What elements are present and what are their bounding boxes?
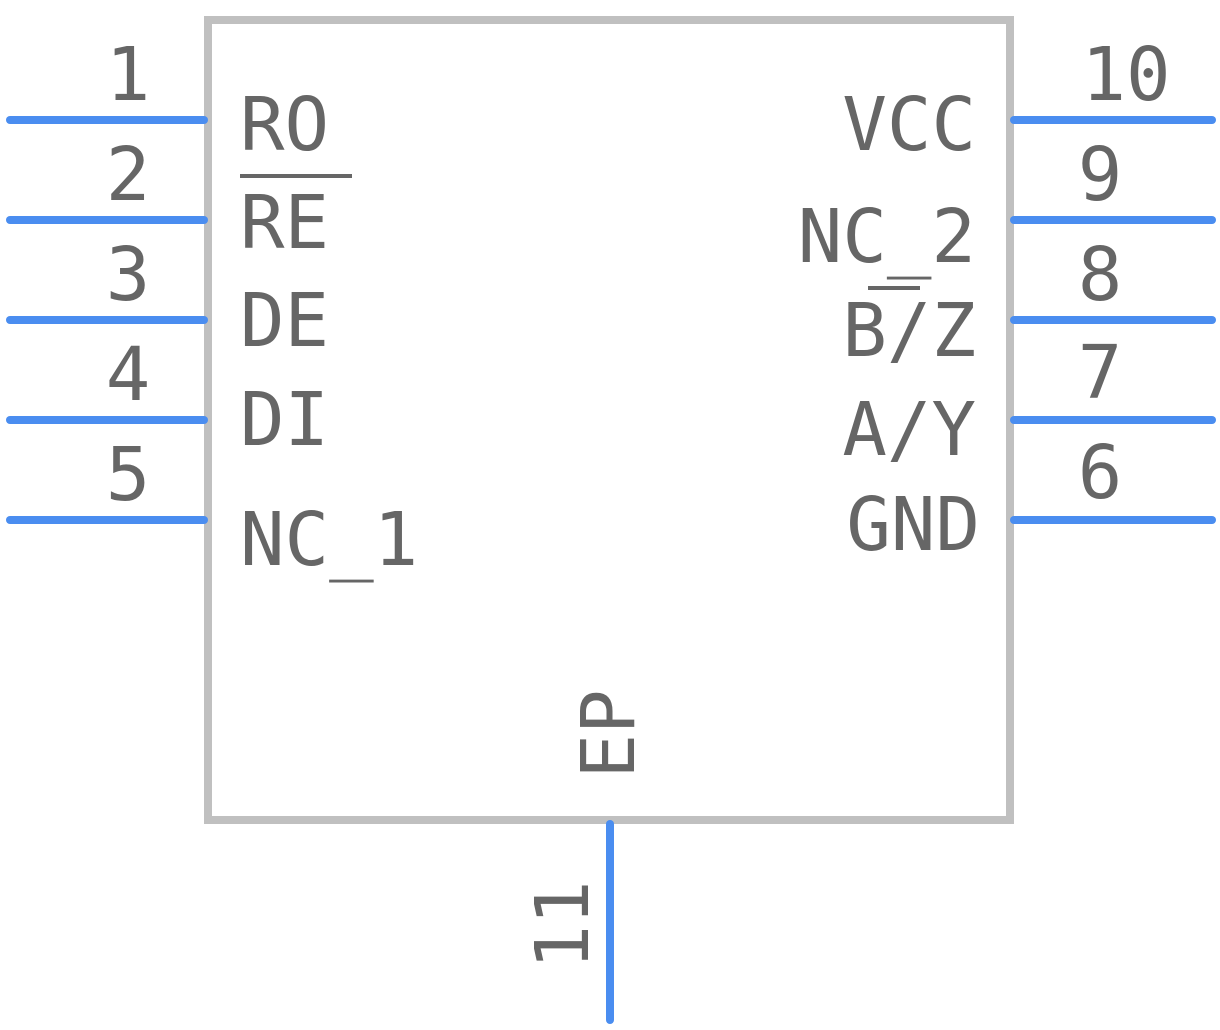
pin-7-name: A/Y	[842, 387, 976, 473]
pin-1-number: 1	[106, 32, 151, 118]
pin-1: 1 RO	[6, 32, 329, 168]
pin-2: 2 RE	[6, 132, 352, 266]
pin-8: 8 B/Z	[842, 232, 1216, 374]
pin-2-number: 2	[106, 132, 151, 218]
pin-5: 5 NC_1	[6, 432, 418, 583]
pin-4-name: DI	[240, 377, 329, 463]
pin-6-number: 6	[1078, 430, 1123, 516]
pin-9: 9 NC_2	[798, 132, 1216, 280]
pin-2-name: RE	[240, 180, 329, 266]
pin-5-number: 5	[106, 432, 151, 518]
pin-7-number: 7	[1078, 330, 1123, 416]
pin-10-number: 10	[1081, 32, 1170, 118]
pin-11: 11 EP	[520, 689, 652, 1024]
pin-3-number: 3	[106, 232, 151, 318]
pin-8-number: 8	[1078, 232, 1123, 318]
pin-7: 7 A/Y	[842, 330, 1216, 473]
pin-5-name: NC_1	[240, 497, 418, 583]
pin-6-name: GND	[846, 482, 980, 568]
pin-10-name: VCC	[842, 82, 976, 168]
pin-4: 4 DI	[6, 332, 329, 463]
pin-3: 3 DE	[6, 232, 329, 364]
pin-1-name: RO	[240, 82, 329, 168]
pin-9-name: NC_2	[798, 194, 976, 280]
pin-6: 6 GND	[846, 430, 1216, 568]
pin-11-name: EP	[566, 689, 652, 778]
pin-11-number: 11	[520, 880, 606, 969]
pin-10: 10 VCC	[842, 32, 1216, 168]
pin-9-number: 9	[1078, 132, 1123, 218]
pin-3-name: DE	[240, 278, 329, 364]
pin-8-name: B/Z	[842, 288, 976, 374]
component-body	[204, 16, 1014, 824]
pin-4-number: 4	[106, 332, 151, 418]
